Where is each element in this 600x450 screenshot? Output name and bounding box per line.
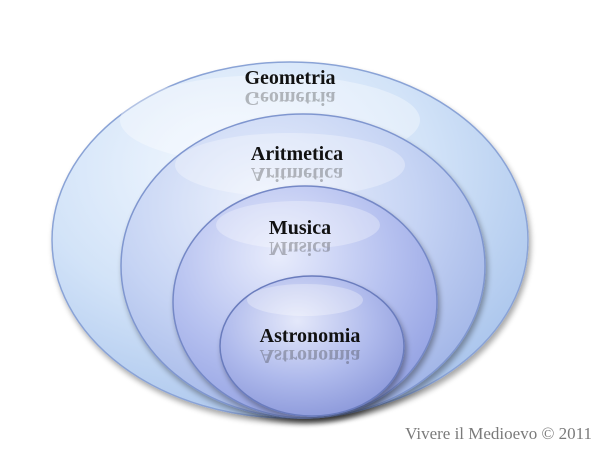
label-aritmetica-group: Aritmetica Aritmetica (251, 143, 343, 185)
label-geometria-group: Geometria Geometria (244, 67, 335, 109)
label-astronomia-group: Astronomia Astronomia (260, 325, 361, 367)
ring-astronomia-shape (219, 275, 405, 417)
ring-musica-highlight (216, 201, 380, 249)
ring-label-musica-reflection: Musica (269, 237, 331, 259)
ring-label-geometria: Geometria (244, 67, 335, 89)
label-musica-group: Musica Musica (269, 217, 331, 259)
copyright-notice: Vivere il Medioevo © 2011 (405, 424, 592, 443)
ring-label-aritmetica-reflection: Aritmetica (251, 163, 343, 185)
ring-aritmetica-highlight (175, 133, 405, 197)
ring-label-musica: Musica (269, 217, 331, 239)
ring-label-aritmetica: Aritmetica (251, 143, 343, 165)
ring-label-geometria-reflection: Geometria (244, 87, 335, 109)
ring-astronomia-highlight (247, 284, 363, 316)
ring-label-astronomia-reflection: Astronomia (260, 345, 361, 367)
ring-astronomia (219, 275, 405, 417)
ring-label-astronomia: Astronomia (260, 325, 361, 347)
